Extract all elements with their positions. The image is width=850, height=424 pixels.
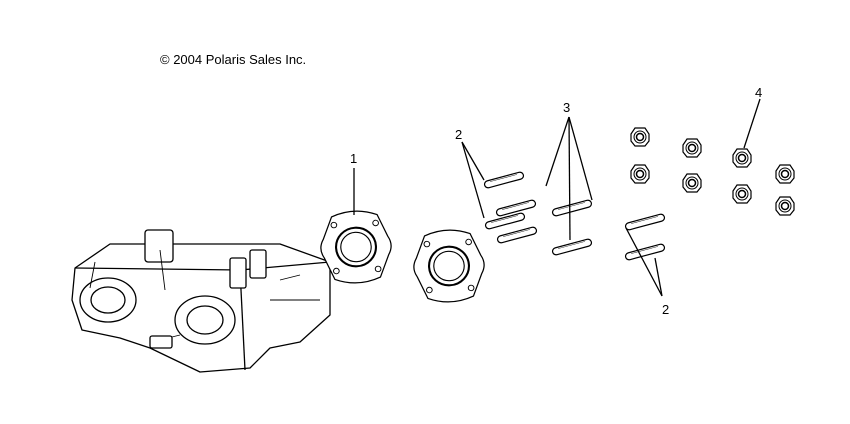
callout-1: 1 [350, 151, 357, 166]
callout-2-upper: 2 [455, 127, 462, 142]
nut [630, 127, 650, 147]
nut [682, 173, 702, 193]
cylinder-head-illustration [71, 229, 331, 373]
callout-2-lower: 2 [662, 302, 669, 317]
stud [551, 198, 593, 218]
stud [483, 170, 525, 190]
stud [624, 212, 666, 232]
nut [775, 196, 795, 216]
nut [775, 164, 795, 184]
nut [732, 148, 752, 168]
stud [624, 242, 666, 262]
copyright-notice: © 2004 Polaris Sales Inc. [160, 52, 307, 67]
nut [732, 184, 752, 204]
studs [483, 170, 666, 262]
leader-lines [353, 98, 761, 297]
gasket-2 [410, 227, 488, 305]
stud [496, 225, 538, 245]
stud [551, 237, 593, 257]
nut [682, 138, 702, 158]
nut [630, 164, 650, 184]
callout-3: 3 [563, 100, 570, 115]
nuts [630, 127, 795, 216]
callout-4: 4 [755, 85, 762, 100]
